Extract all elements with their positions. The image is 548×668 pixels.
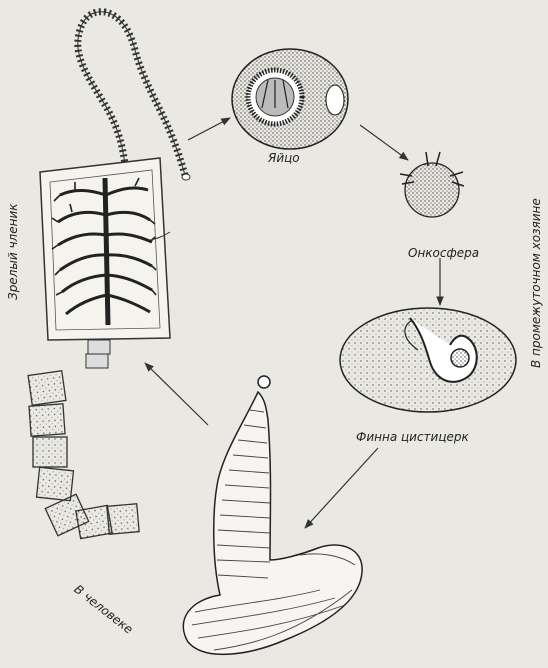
oncosphere-label: Онкосфера bbox=[408, 246, 479, 260]
cysticercus-illustration bbox=[340, 308, 516, 412]
intermediate-host-label: В промежуточном хозяине bbox=[529, 198, 543, 368]
finna-label: Финна цистицерк bbox=[356, 430, 469, 444]
tapeworm-neck bbox=[78, 12, 190, 180]
mature-proglottid bbox=[40, 158, 170, 340]
oncosphere-illustration bbox=[400, 152, 464, 217]
egg-label: Яйцо bbox=[268, 151, 300, 165]
scolex bbox=[182, 174, 190, 180]
egg-illustration bbox=[232, 49, 348, 149]
segment-chain bbox=[28, 371, 139, 539]
proglottid-chain bbox=[86, 340, 110, 368]
tapeworm-body bbox=[183, 376, 362, 654]
mature-segment-label: Зрелый членик bbox=[6, 204, 20, 301]
